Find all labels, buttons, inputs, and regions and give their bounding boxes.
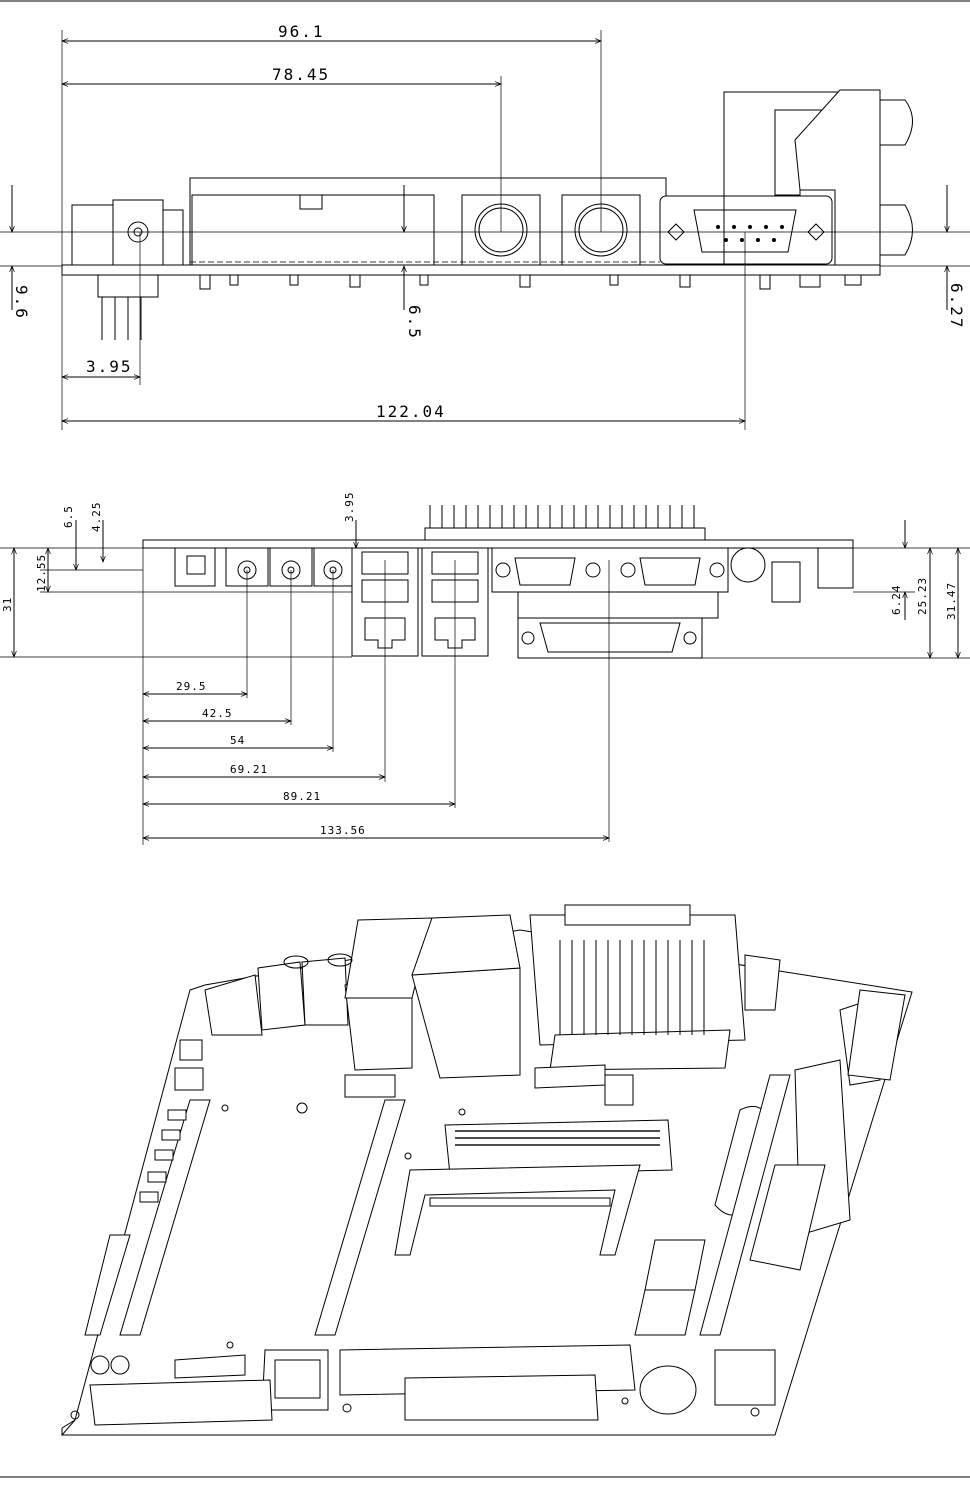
dim-6-27: 6.27 [947, 283, 966, 330]
dim-69-21: 69.21 [230, 763, 268, 776]
dim-42-5: 42.5 [202, 707, 233, 720]
dim-4-25: 4.25 [90, 502, 103, 533]
dim-89-21: 89.21 [283, 790, 321, 803]
top-board-pcb [61, 264, 881, 276]
dim-31: 31 [1, 597, 14, 612]
iso-center-connector [444, 1119, 673, 1176]
dim-3-95: 3.95 [86, 357, 133, 376]
side-parallel-port [517, 617, 703, 659]
dim-122-04: 122.04 [376, 402, 446, 421]
dim-3-95-side: 3.95 [343, 492, 356, 523]
dim-96-1: 96.1 [278, 22, 325, 41]
dim-133-56: 133.56 [320, 824, 366, 837]
dim-12-55: 12.55 [35, 554, 48, 592]
dim-54: 54 [230, 734, 245, 747]
dim-25-23: 25.23 [916, 577, 929, 615]
top-view: 96.1 78.45 3.95 122.04 9.6 6.5 6.27 [0, 22, 970, 430]
isometric-view [60, 904, 913, 1436]
dim-6-5: 6.5 [405, 305, 424, 340]
dim-31-47: 31.47 [945, 582, 958, 620]
side-view: 31 12.55 6.5 4.25 3.95 6.24 25.23 31.47 … [0, 492, 970, 845]
dim-9-6: 9.6 [12, 285, 31, 320]
dim-29-5: 29.5 [176, 680, 207, 693]
top-db9-connector [659, 195, 833, 265]
dim-78-45: 78.45 [272, 65, 330, 84]
side-board-pcb [142, 539, 854, 549]
dim-6-5-side: 6.5 [62, 505, 75, 528]
dim-6-24: 6.24 [890, 585, 903, 616]
